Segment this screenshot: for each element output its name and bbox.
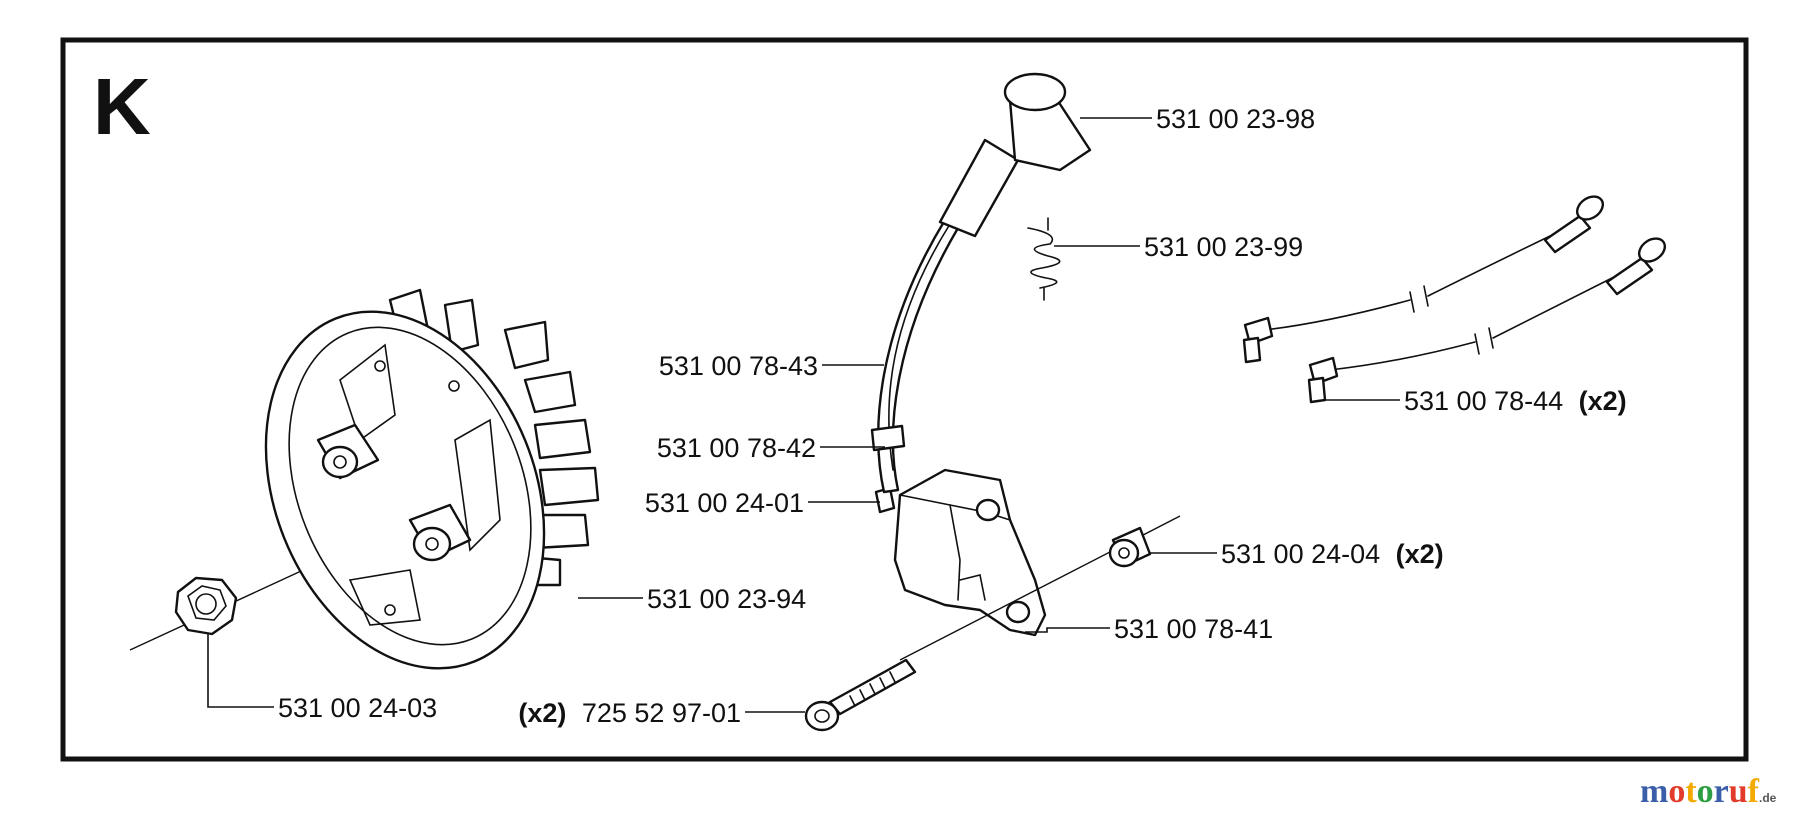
leader-lines [207, 117, 1400, 713]
part-label-short-circuit-cable: 531 00 78-44 (x2) [1404, 386, 1627, 416]
part-label-spacer-sleeve: 531 00 24-04 (x2) [1221, 539, 1444, 569]
watermark-letter: m [1640, 773, 1668, 810]
part-label-flywheel: 531 00 23-94 [647, 584, 806, 614]
watermark-letter: t [1685, 773, 1697, 810]
mounting-screw-drawing [804, 658, 917, 732]
part-label-flywheel-nut: 531 00 24-03 [278, 693, 437, 723]
watermark-letter: o [1697, 773, 1714, 810]
watermark-letter: u [1729, 773, 1748, 810]
part-label-spark-plug-cap: 531 00 23-98 [1156, 104, 1315, 134]
part-label-ignition-module: 531 00 78-41 [1114, 614, 1273, 644]
svg-text:motoruf.de: motoruf.de [1640, 773, 1777, 810]
part-label-lead-clip: 531 00 78-42 [657, 433, 816, 463]
contact-spring-drawing [1027, 217, 1061, 301]
watermark-letter: f [1748, 773, 1760, 810]
part-label-mounting-screw: (x2) 725 52 97-01 [518, 698, 741, 728]
watermark-letter: r [1714, 773, 1729, 810]
part-label-contact-spring: 531 00 23-99 [1144, 232, 1303, 262]
part-label-lead-grommet: 531 00 24-01 [645, 488, 804, 518]
flywheel-drawing [129, 288, 600, 670]
section-letter: K [93, 62, 151, 151]
flywheel-nut-drawing [174, 576, 238, 636]
part-label-ignition-lead: 531 00 78-43 [659, 351, 818, 381]
watermark-logo: motoruf.de [1640, 773, 1777, 810]
ignition-module-drawing [874, 468, 1047, 637]
watermark-letter: o [1668, 773, 1685, 810]
spacer-sleeve-drawing [899, 515, 1181, 661]
spark-plug-cap-drawing [938, 72, 1092, 238]
